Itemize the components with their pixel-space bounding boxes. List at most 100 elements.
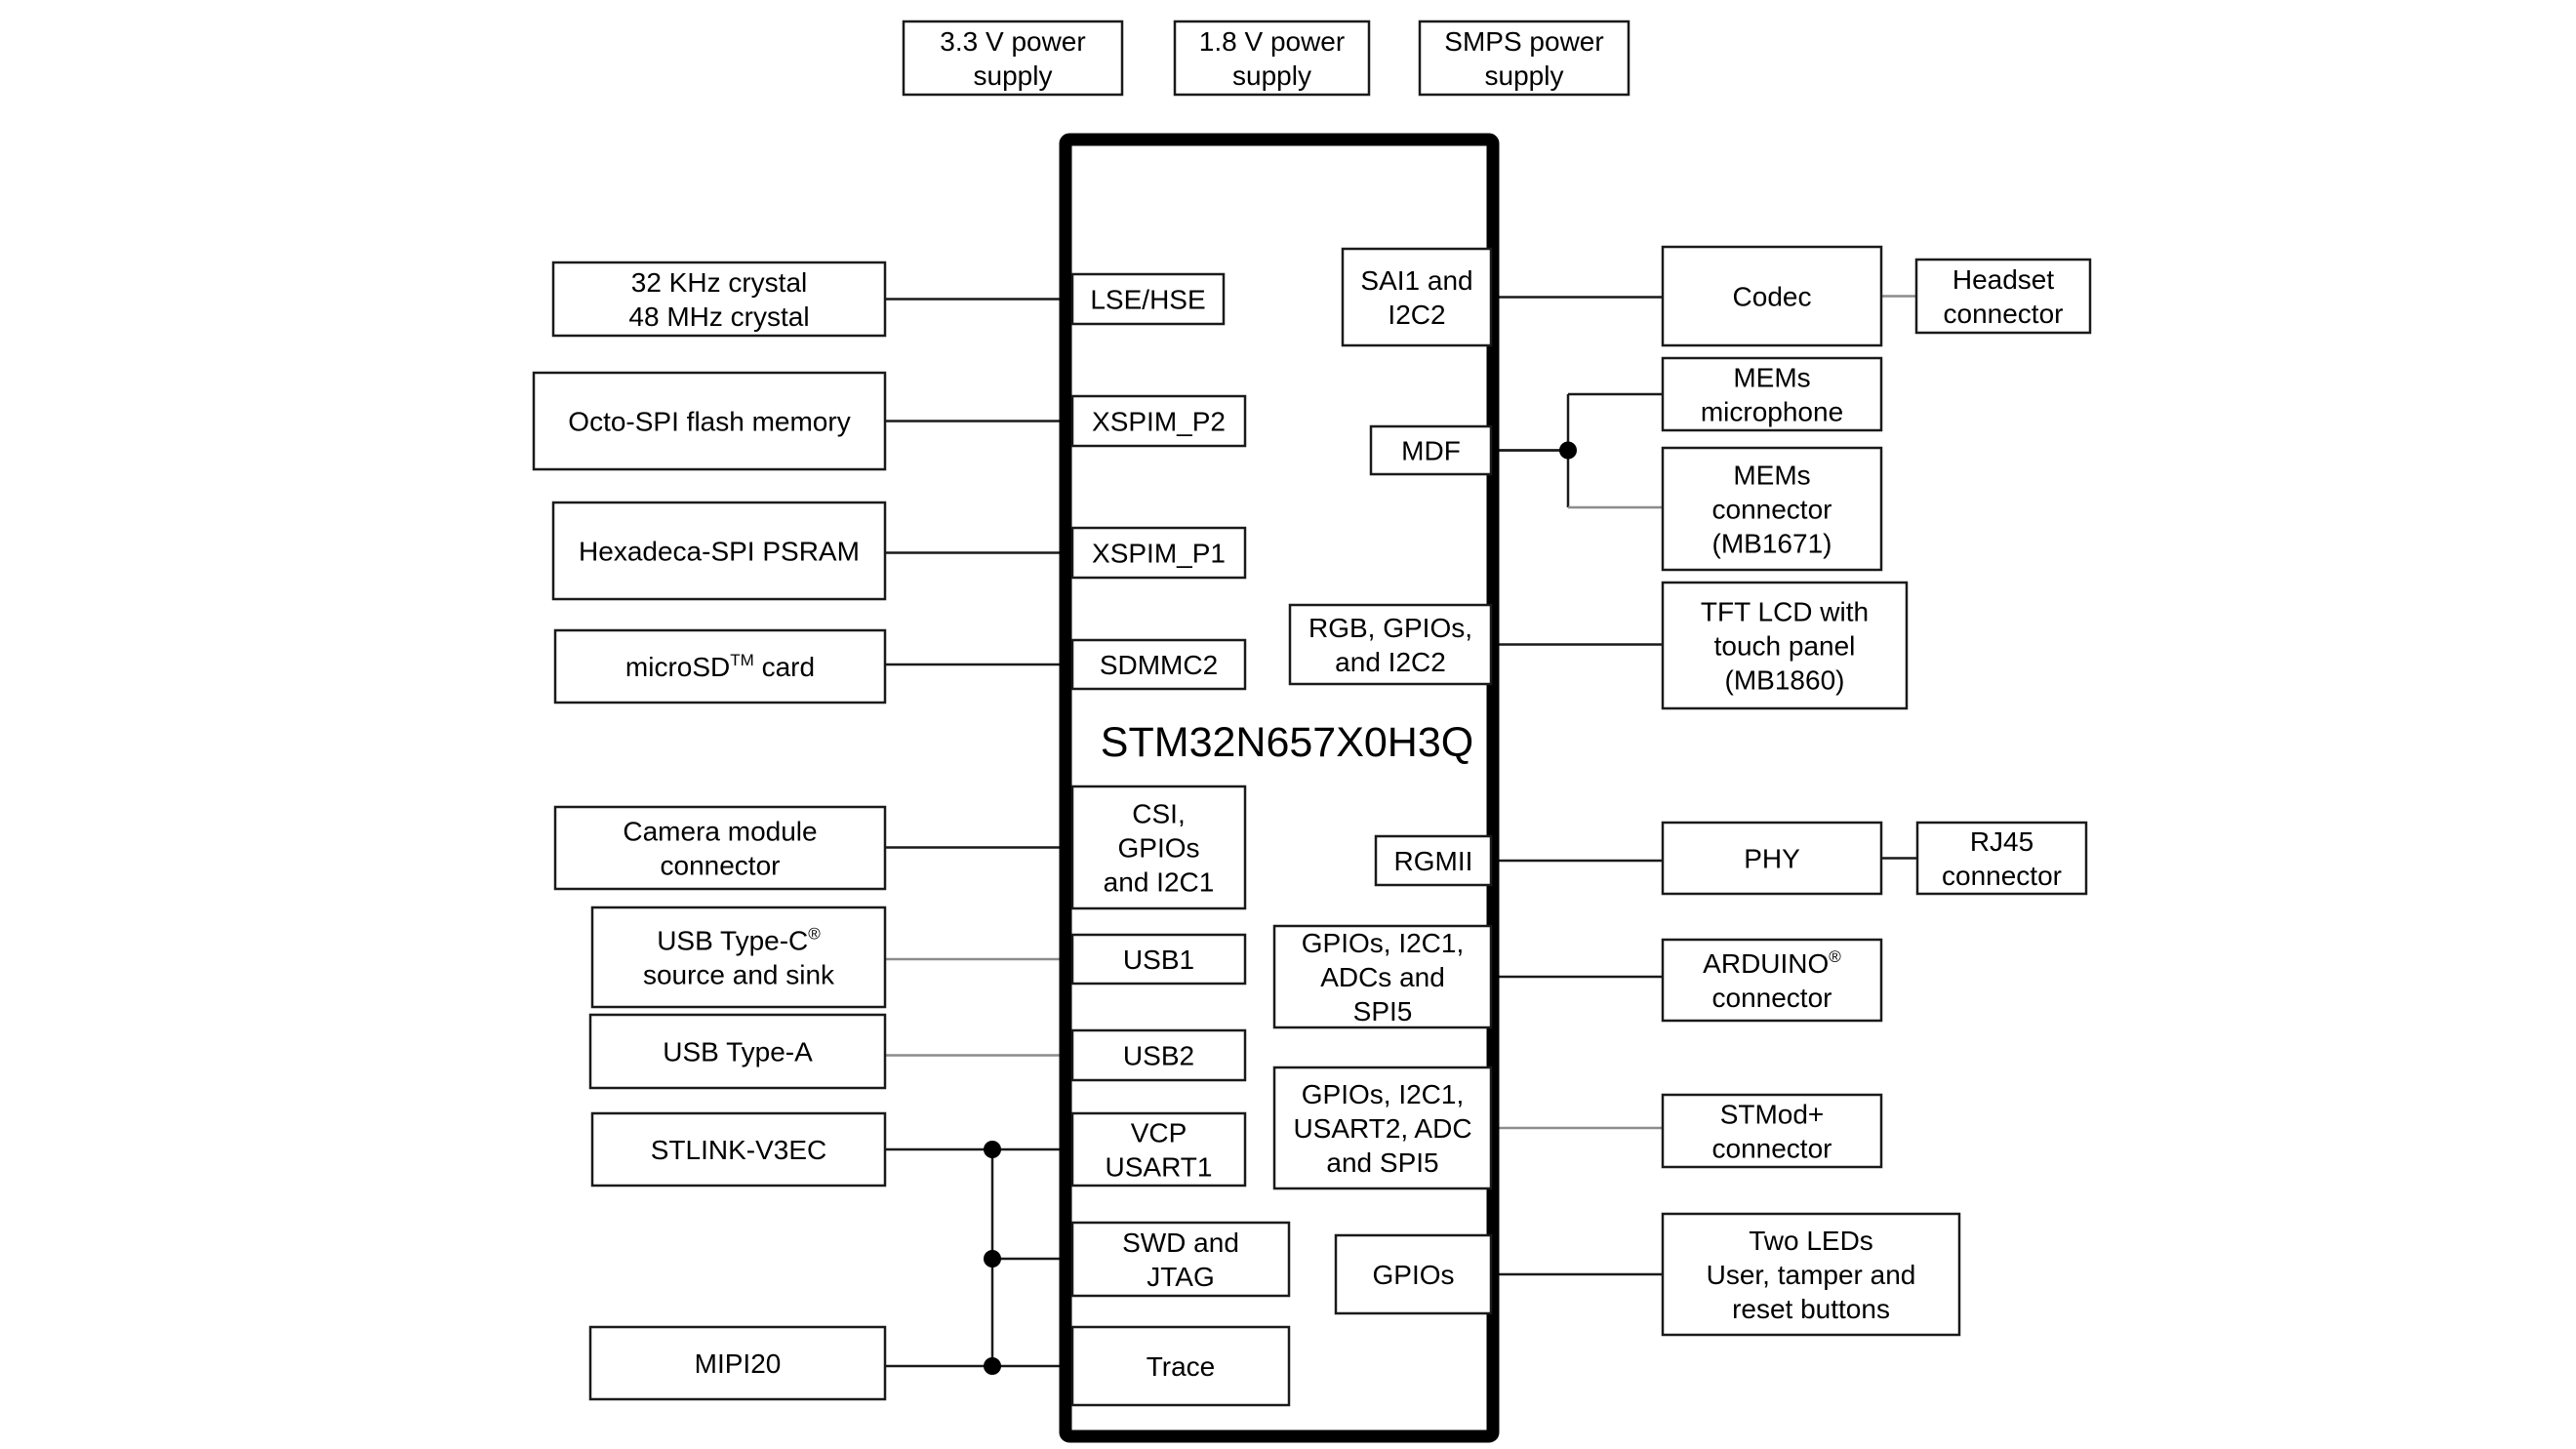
sai1-label-line: SAI1 and (1360, 265, 1472, 296)
xspim-p1-label-line: XSPIM_P1 (1092, 539, 1226, 569)
external-hexa: Hexadeca-SPI PSRAM (551, 501, 887, 601)
pwr33-label-line: 3.3 V power (940, 26, 1085, 57)
mems-mic-label-line: MEMs (1733, 363, 1810, 393)
csi-label-line: CSI, (1132, 799, 1185, 829)
rgmii-label-line: RGMII (1394, 846, 1473, 876)
peripheral-usb1: USB1 (1070, 933, 1247, 986)
leds-label-line: Two LEDs (1749, 1226, 1873, 1256)
codec-box (1661, 245, 1883, 347)
external-rj45: RJ45 connector (1915, 821, 2088, 896)
stmod-label-line: STMod+ (1720, 1100, 1825, 1130)
gpio-ard-box (1272, 924, 1493, 1029)
gpios-label-line: GPIOs (1372, 1260, 1454, 1290)
camera-box (553, 805, 887, 891)
sdmmc2-label-line: SDMMC2 (1100, 650, 1218, 680)
gpios-box (1334, 1233, 1493, 1315)
usb2-label-line: USB2 (1123, 1041, 1194, 1071)
usbc-box (590, 906, 887, 1009)
swd-label-line: SWD and (1122, 1228, 1239, 1258)
junction-dot-mdf (1559, 441, 1577, 460)
external-codec: Codec (1661, 245, 1883, 347)
tft-label-line: (MB1860) (1725, 665, 1845, 696)
smps-label-line: supply (1485, 60, 1564, 91)
smps-label-line: SMPS power (1444, 26, 1603, 57)
usb1-label-line: USB1 (1123, 945, 1194, 975)
pwr18-label-line: 1.8 V power (1199, 26, 1345, 57)
headset-label-line: connector (1944, 299, 2064, 329)
usb2-box (1070, 1028, 1247, 1082)
xspim-p2-label-line: XSPIM_P2 (1092, 407, 1226, 437)
external-stmod: STMod+connector (1661, 1093, 1883, 1169)
camera-label-line: Camera module (623, 817, 817, 847)
headset-box (1914, 258, 2092, 335)
rgb-label-line: and I2C2 (1335, 647, 1446, 677)
csi-label-line: GPIOs (1117, 833, 1199, 864)
stlink-box (590, 1111, 887, 1187)
crystal-label-line: 48 MHz crystal (628, 302, 809, 332)
external-microsd: microSDTM card (553, 628, 887, 704)
mipi20-label-line: MIPI20 (695, 1348, 782, 1379)
peripheral-rgb: RGB, GPIOs,and I2C2 (1288, 603, 1493, 686)
tft-label-line: touch panel (1714, 631, 1856, 662)
peripheral-xspim-p2: XSPIM_P2 (1070, 394, 1247, 448)
usba-box (588, 1013, 887, 1090)
peripheral-mdf: MDF (1369, 424, 1493, 476)
camera-label-line: connector (661, 851, 781, 881)
lse-hse-box (1070, 272, 1226, 326)
mems-conn-label-line: connector (1712, 495, 1832, 525)
mipi20-box (588, 1325, 887, 1401)
arduino-label-line: ARDUINO® (1703, 947, 1841, 979)
pwr33-box (902, 20, 1124, 97)
trace-box (1070, 1325, 1291, 1407)
pwr33-label-line: supply (974, 60, 1053, 91)
external-usbc: USB Type-C®source and sink (590, 906, 887, 1009)
phy-label-line: PHY (1744, 844, 1800, 874)
vcp-box (1070, 1111, 1247, 1187)
mcu-part-number: STM32N657X0H3Q (1101, 719, 1473, 766)
external-arduino: ARDUINO® connector (1661, 938, 1883, 1023)
phy-box (1661, 821, 1883, 896)
junction-dot-swd (984, 1250, 1001, 1268)
rgmii-box (1374, 834, 1493, 887)
peripheral-lse-hse: LSE/HSE (1070, 272, 1226, 326)
csi-box (1070, 785, 1247, 910)
external-camera: Camera module connector (553, 805, 887, 891)
hexa-box (551, 501, 887, 601)
peripheral-rgmii: RGMII (1374, 834, 1493, 887)
rj45-label-line: RJ45 (1970, 826, 2033, 857)
stmod-box (1661, 1093, 1883, 1169)
crystal-label-line: 32 KHz crystal (631, 267, 808, 298)
stlink-label-line: STLINK-V3EC (651, 1135, 827, 1165)
rj45-box (1915, 821, 2088, 896)
external-phy: PHY (1661, 821, 1883, 896)
rj45-label-line: connector (1942, 861, 2062, 891)
lse-hse-label-line: LSE/HSE (1090, 285, 1205, 315)
microsd-box (553, 628, 887, 704)
swd-box (1070, 1221, 1291, 1298)
leds-box (1661, 1212, 1961, 1337)
leds-label-line: User, tamper and (1707, 1260, 1916, 1290)
usba-label-line: USB Type-A (663, 1037, 813, 1067)
csi-label-line: and I2C1 (1104, 867, 1215, 898)
arduino-label-line: connector (1712, 983, 1832, 1013)
vcp-label-line: VCP (1131, 1118, 1187, 1148)
sai1-label-line: I2C2 (1388, 300, 1445, 330)
crystal-box (551, 261, 887, 338)
gpio-ard-label-line: SPI5 (1353, 996, 1413, 1026)
octo-label-line: Octo-SPI flash memory (568, 407, 850, 437)
external-crystal: 32 KHz crystal 48 MHz crystal (551, 261, 887, 338)
junction-dot-vcp (984, 1141, 1001, 1158)
